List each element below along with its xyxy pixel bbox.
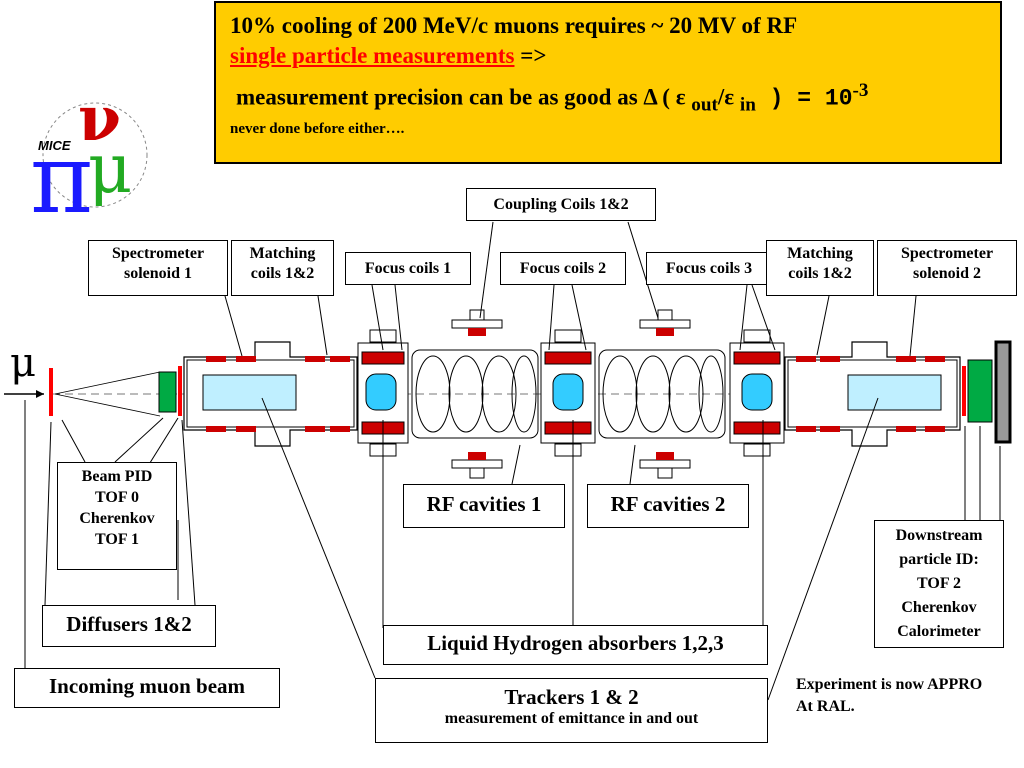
banner-l3-b: /ε bbox=[717, 84, 740, 110]
label-downstream-line4: Cherenkov bbox=[901, 599, 977, 616]
banner-line-1: 10% cooling of 200 MeV/c muons requires … bbox=[230, 13, 798, 38]
downstream-tof bbox=[962, 366, 966, 416]
label-coupling-coils: Coupling Coils 1&2 bbox=[466, 188, 656, 221]
spectrometer-solenoid-1 bbox=[183, 341, 358, 447]
banner-line-2: single particle measurements => bbox=[230, 41, 986, 71]
label-lh2-absorbers: Liquid Hydrogen absorbers 1,2,3 bbox=[383, 625, 768, 665]
spectrometer-solenoid-2 bbox=[784, 341, 961, 447]
coupling-coil-2 bbox=[639, 309, 691, 479]
muon-symbol: μ bbox=[10, 340, 36, 386]
label-downstream-line2: particle ID: bbox=[899, 551, 979, 568]
lh2-absorber-1 bbox=[365, 373, 397, 411]
label-matching-1-line2: coils 1&2 bbox=[250, 265, 315, 282]
label-beam-pid-line2: TOF 0 bbox=[94, 489, 139, 506]
label-spectrometer-2: Spectrometer solenoid 2 bbox=[877, 240, 1017, 296]
info-banner: 10% cooling of 200 MeV/c muons requires … bbox=[214, 1, 1002, 164]
label-downstream-line1: Downstream bbox=[895, 527, 983, 544]
label-downstream-pid: Downstream particle ID: TOF 2 Cherenkov … bbox=[874, 520, 1004, 648]
label-trackers-title: Trackers 1 & 2 bbox=[504, 685, 639, 709]
label-matching-2-line1: Matching bbox=[787, 245, 853, 262]
rf-cavities-2 bbox=[598, 349, 726, 439]
label-rf-cavities-1: RF cavities 1 bbox=[403, 484, 565, 528]
lh2-absorber-3 bbox=[741, 373, 773, 411]
diffuser bbox=[49, 368, 53, 416]
label-beam-pid: Beam PID TOF 0 Cherenkov TOF 1 bbox=[57, 462, 177, 570]
absorber-module-3 bbox=[729, 329, 785, 457]
label-diffusers: Diffusers 1&2 bbox=[42, 605, 216, 647]
upstream-tof bbox=[178, 366, 182, 416]
label-incoming-beam: Incoming muon beam bbox=[14, 668, 280, 708]
banner-arrow-text: => bbox=[514, 43, 547, 68]
banner-l3-exp: -3 bbox=[852, 80, 869, 101]
banner-red-text: single particle measurements bbox=[230, 43, 515, 68]
label-spectrometer-2-line2: solenoid 2 bbox=[912, 265, 981, 282]
tracker-2 bbox=[847, 374, 942, 411]
label-spectrometer-2-line1: Spectrometer bbox=[900, 245, 994, 262]
calorimeter bbox=[994, 340, 1012, 444]
label-focus-coils-1: Focus coils 1 bbox=[345, 252, 471, 285]
label-trackers-sub: measurement of emittance in and out bbox=[444, 710, 699, 727]
leader-lines bbox=[24, 221, 1001, 701]
logo-text: MICE bbox=[38, 138, 71, 153]
approval-line1: Experiment is now APPRO bbox=[796, 676, 983, 693]
banner-line-4: never done before either…. bbox=[230, 121, 405, 138]
label-spectrometer-1-line2: solenoid 1 bbox=[123, 265, 192, 282]
logo-mu: μ bbox=[88, 130, 132, 209]
banner-l3-out: out bbox=[691, 94, 718, 116]
label-spectrometer-1: Spectrometer solenoid 1 bbox=[88, 240, 228, 296]
label-downstream-line5: Calorimeter bbox=[897, 623, 981, 640]
label-beam-pid-line1: Beam PID bbox=[81, 468, 153, 485]
rf-cavities-1 bbox=[411, 349, 539, 439]
approval-note: Experiment is now APPRO At RAL. bbox=[796, 674, 982, 718]
label-spectrometer-1-line1: Spectrometer bbox=[111, 245, 205, 262]
lh2-absorber-2 bbox=[552, 373, 584, 411]
logo-pi: π bbox=[30, 123, 93, 235]
banner-l3-c: ) = 10 bbox=[755, 85, 853, 112]
label-beam-pid-line4: TOF 1 bbox=[94, 531, 139, 548]
banner-l3-in: in bbox=[739, 94, 756, 116]
label-matching-1-line1: Matching bbox=[249, 245, 316, 262]
label-matching-2: Matching coils 1&2 bbox=[766, 240, 874, 296]
banner-line-3: measurement precision can be as good as … bbox=[236, 71, 986, 125]
logo-nu: ν bbox=[78, 82, 121, 155]
label-rf-cavities-2: RF cavities 2 bbox=[587, 484, 749, 528]
upstream-detector bbox=[158, 371, 177, 413]
label-matching-2-line2: coils 1&2 bbox=[788, 265, 852, 282]
label-trackers: Trackers 1 & 2 measurement of emittance … bbox=[375, 678, 768, 743]
label-focus-coils-3: Focus coils 3 bbox=[646, 252, 772, 285]
downstream-cherenkov bbox=[967, 359, 993, 423]
tracker-1 bbox=[202, 374, 297, 411]
coupling-coil-1 bbox=[451, 309, 503, 479]
mice-logo: π ν μ MICE bbox=[30, 82, 148, 235]
label-downstream-line3: TOF 2 bbox=[916, 575, 961, 592]
label-focus-coils-2: Focus coils 2 bbox=[500, 252, 626, 285]
approval-line2: At RAL. bbox=[796, 698, 855, 715]
label-matching-1: Matching coils 1&2 bbox=[231, 240, 334, 296]
banner-l3-a: measurement precision can be as good as … bbox=[236, 84, 692, 110]
label-beam-pid-line3: Cherenkov bbox=[79, 510, 155, 527]
absorber-module-2 bbox=[540, 329, 596, 457]
